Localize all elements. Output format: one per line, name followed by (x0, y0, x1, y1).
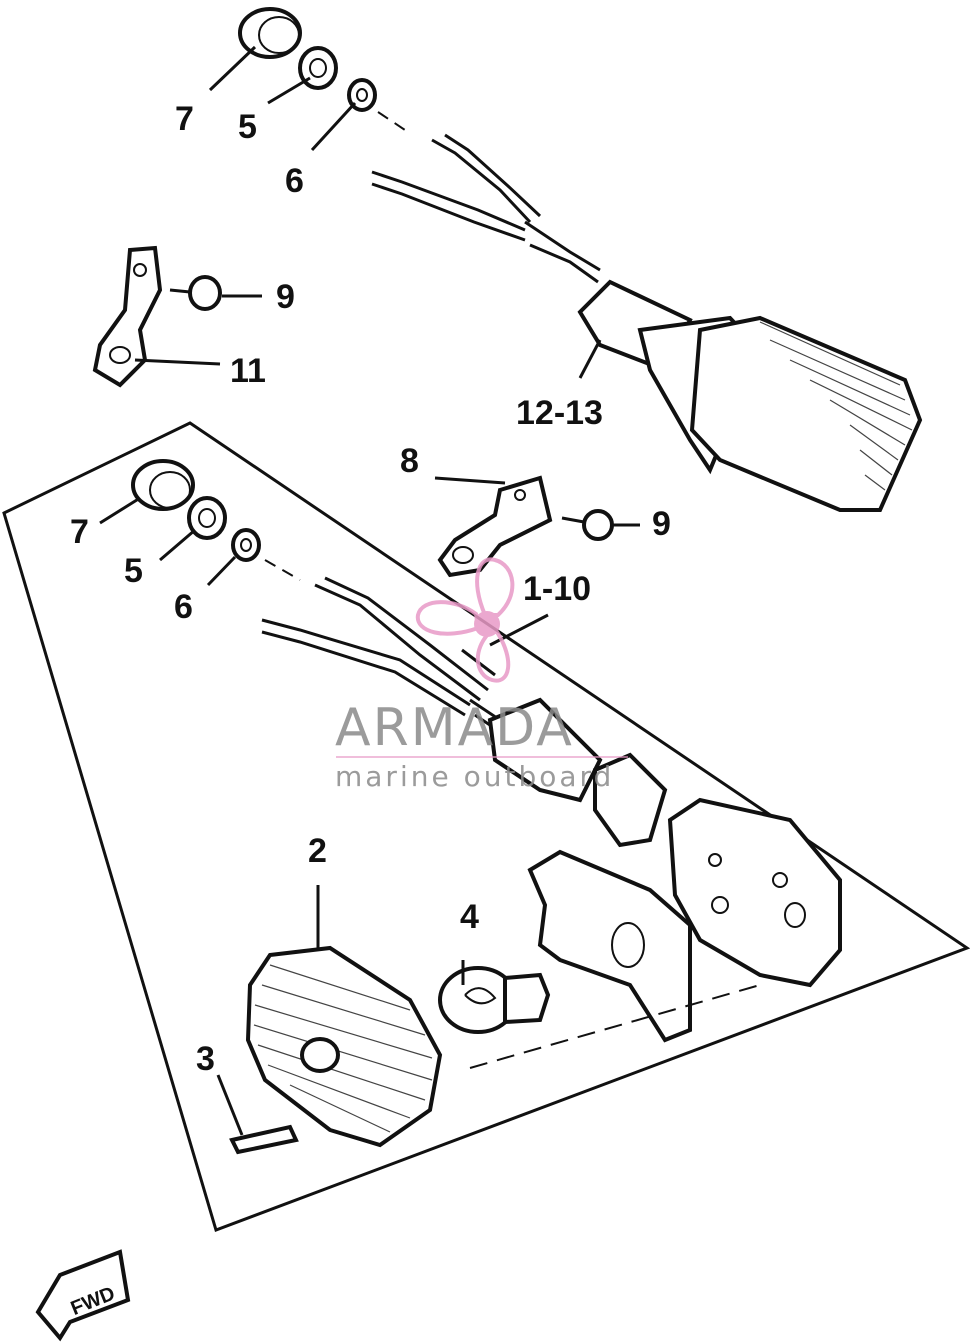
screw-part-3 (229, 1124, 299, 1155)
callout-6-mid: 6 (174, 588, 193, 626)
washer-part-6-top (347, 78, 377, 112)
turn-signal-housing (667, 797, 842, 988)
bracket-part-8 (437, 475, 553, 578)
callout-9-mid: 9 (652, 505, 671, 543)
callout-2: 2 (308, 832, 327, 870)
propeller-logo-icon (415, 557, 515, 683)
callout-3: 3 (196, 1040, 215, 1078)
callout-11: 11 (230, 352, 266, 390)
callout-labels: 7 5 6 9 11 12-13 8 9 1-10 7 5 6 2 4 3 (70, 100, 671, 1078)
bracket-part-11 (92, 245, 163, 388)
bolt-part-9-mid (561, 509, 614, 541)
callout-9-top: 9 (276, 278, 295, 316)
callout-5-mid: 5 (124, 552, 143, 590)
callout-8: 8 (400, 442, 419, 480)
watermark-subtitle: marine outboard (335, 760, 614, 793)
nut-part-5-mid (187, 496, 227, 540)
turn-signal-part-12-13 (577, 279, 923, 512)
lens-part-2 (245, 945, 443, 1148)
bolt-part-9-top (169, 275, 222, 311)
washer-part-6-mid (231, 528, 261, 562)
wire-harness-top (371, 133, 601, 284)
callout-5-top: 5 (238, 108, 257, 146)
watermark-title: ARMADA (335, 698, 574, 758)
callout-4: 4 (460, 898, 479, 936)
reflector-part (527, 849, 692, 1043)
callout-1-10: 1-10 (523, 570, 591, 608)
callout-6-top: 6 (285, 162, 304, 200)
fwd-arrow-tag: FWD (35, 1249, 131, 1342)
watermark: ARMADA marine outboard (335, 557, 628, 793)
cap-part-7-mid (131, 459, 195, 511)
callout-7-top: 7 (175, 100, 194, 138)
assembly-frame (2, 421, 970, 1232)
bulb-part-4 (438, 966, 551, 1034)
callout-7-mid: 7 (70, 513, 89, 551)
turn-signal-stem-part-1-10 (461, 648, 668, 848)
callout-12-13: 12-13 (516, 394, 603, 432)
cap-part-7-top (238, 7, 302, 59)
